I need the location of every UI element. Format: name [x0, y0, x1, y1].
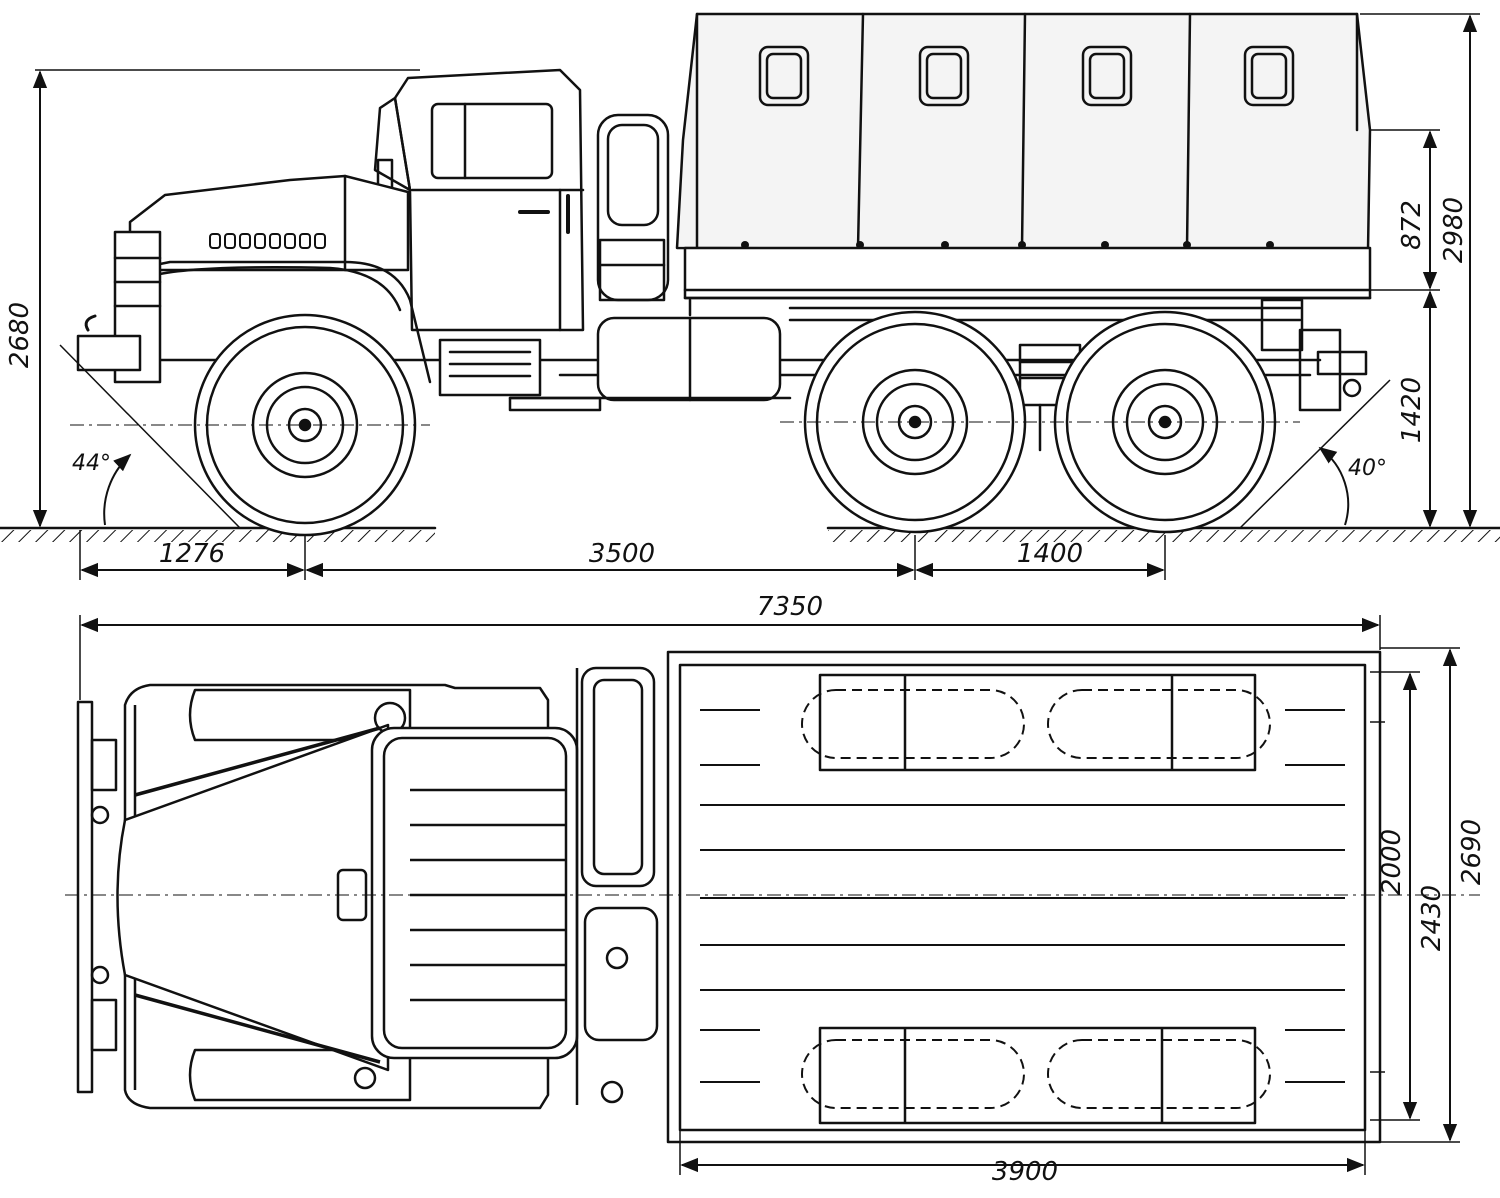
spare-wheel-top	[575, 666, 656, 1105]
cargo-body-side	[683, 246, 1372, 352]
dim-overall-width: 2690	[1457, 819, 1487, 885]
cargo-bed-top	[666, 650, 1382, 1144]
dim-tarp-height: 872	[1397, 200, 1427, 250]
front-grille	[76, 230, 162, 384]
dim-departure-angle: 40°	[1348, 456, 1387, 481]
fuel-tank-side	[508, 316, 792, 412]
dim-platform-height: 1420	[1397, 377, 1427, 443]
dim-bogie-base: 1400	[1017, 539, 1083, 569]
dim-overall-length: 7350	[757, 592, 823, 622]
dim-cab-height: 2680	[5, 302, 35, 368]
tarp-window	[758, 45, 810, 107]
hood-vents	[209, 233, 326, 249]
side-view	[0, 12, 1500, 542]
tarp-window	[1081, 45, 1133, 107]
dim-body-length: 3900	[992, 1157, 1058, 1187]
dimension-labels: 2680 2980 872 1420 44° 40° 1276 3500 140…	[5, 197, 1487, 1187]
front-bumper-top	[76, 700, 118, 1094]
spare-wheel-side	[596, 113, 670, 302]
tarp-window	[1243, 45, 1295, 107]
tarp-window	[918, 45, 970, 107]
bench-seat	[818, 673, 1257, 772]
canvas-tarp	[675, 12, 1372, 286]
step-box-side	[438, 338, 542, 397]
top-view-dimensions	[65, 615, 1480, 1175]
dim-track-width: 2430	[1417, 885, 1447, 951]
top-view	[76, 650, 1382, 1144]
side-view-dimensions	[32, 13, 1480, 580]
cab-side	[373, 68, 585, 332]
cab-roof-top	[370, 726, 579, 1060]
bench-seat	[818, 1026, 1257, 1125]
dim-wheelbase: 3500	[589, 539, 655, 569]
fuel-tank-top	[583, 906, 659, 1104]
hood-side	[128, 174, 432, 384]
front-bumper	[76, 334, 142, 372]
dim-overall-height: 2980	[1439, 197, 1469, 263]
dim-body-inner-width: 2000	[1377, 829, 1407, 895]
dim-approach-angle: 44°	[72, 451, 111, 476]
dim-front-overhang: 1276	[159, 539, 225, 569]
